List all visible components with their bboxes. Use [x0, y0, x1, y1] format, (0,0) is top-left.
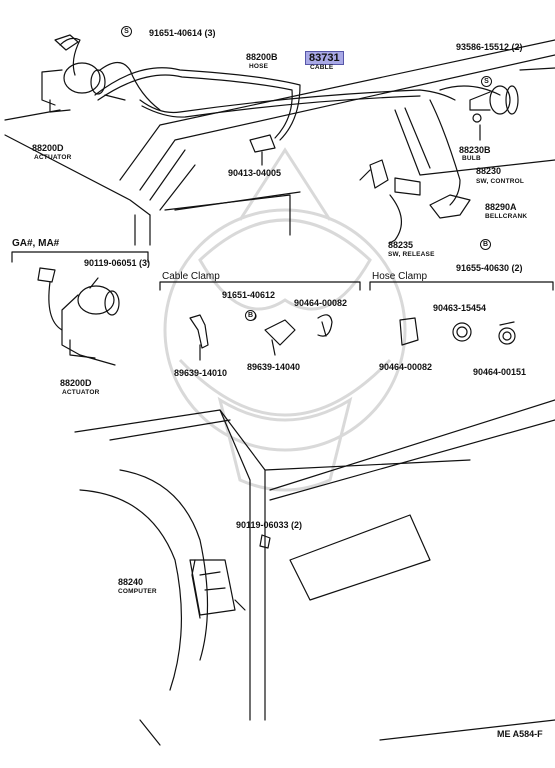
cable-routing — [59, 37, 501, 206]
callout-release-sw-no: 88235 — [388, 240, 414, 250]
callout-hose-name: HOSE — [249, 63, 269, 70]
cable-clamp-section-title: Cable Clamp — [162, 271, 220, 282]
callout-cc-clamp-1: 89639-14010 — [174, 368, 228, 378]
circle-b-marker-clamp: B — [245, 310, 256, 321]
top-body-outline — [4, 39, 555, 246]
callout-cc-clip-a: 90464-00082 — [294, 298, 348, 308]
variant-bracket — [11, 251, 149, 263]
callout-computer-bolt: 90119-06033 (2) — [236, 520, 303, 530]
control-switch — [469, 85, 519, 141]
cable-clamp-parts — [189, 311, 333, 361]
callout-control-sw-no: 88230 — [476, 166, 502, 176]
callout-hose-no: 88200B — [246, 52, 278, 62]
callout-clip-top-right: 93586-15512 (2) — [456, 42, 523, 52]
callout-actuator-mid-name: ACTUATOR — [62, 389, 100, 396]
footer-code: ME A584-F — [497, 729, 543, 739]
bottom-body-outline — [74, 399, 555, 746]
actuator-top — [41, 34, 126, 113]
circle-s-marker-right: S — [481, 76, 492, 87]
callout-bulb-name: BULB — [462, 155, 481, 162]
callout-cable-no: 83731 — [305, 51, 344, 65]
top-clamp — [249, 134, 276, 166]
actuator-variant — [37, 267, 120, 366]
callout-hc-clamp-top: 90463-15454 — [433, 303, 487, 313]
callout-actuator-mid-no: 88200D — [60, 378, 92, 388]
callout-screw-top: 91651-40614 (3) — [149, 28, 216, 38]
hose-clamp-section-title: Hose Clamp — [372, 271, 428, 282]
callout-cc-clamp-2: 89639-14040 — [247, 362, 301, 372]
hose-clamp-parts — [399, 317, 516, 346]
callout-actuator-top-name: ACTUATOR — [34, 154, 72, 161]
callout-release-sw-name: SW, RELEASE — [388, 251, 435, 258]
cable-clamp-bracket — [159, 281, 361, 291]
hose-clamp-bracket — [369, 281, 554, 291]
callout-hc-clamp-1: 90464-00082 — [379, 362, 433, 372]
callout-control-sw-name: SW, CONTROL — [476, 178, 525, 185]
circle-s-marker-top: S — [121, 26, 132, 37]
callout-computer-no: 88240 — [118, 577, 144, 587]
callout-actuator-top-no: 88200D — [32, 143, 64, 153]
variant-label: GA#, MA# — [12, 238, 60, 249]
bellcrank-assembly — [359, 159, 471, 244]
callout-bellcrank-name: BELLCRANK — [485, 213, 528, 220]
callout-variant-bolt: 90119-06051 (3) — [84, 258, 151, 268]
callout-bulb-no: 88230B — [459, 145, 491, 155]
callout-bolt-b: 91655-40630 (2) — [456, 263, 523, 273]
callout-bellcrank-no: 88290A — [485, 202, 517, 212]
circle-b-marker-right: B — [480, 239, 491, 250]
callout-cable-name: CABLE — [310, 64, 334, 71]
callout-hc-clamp-2: 90464-00151 — [473, 367, 527, 377]
callout-clamp-bolt: 90413-04005 — [228, 168, 282, 178]
callout-computer-name: COMPUTER — [118, 588, 157, 595]
callout-cc-bolt: 91651-40612 — [222, 290, 276, 300]
computer-unit — [189, 534, 271, 619]
